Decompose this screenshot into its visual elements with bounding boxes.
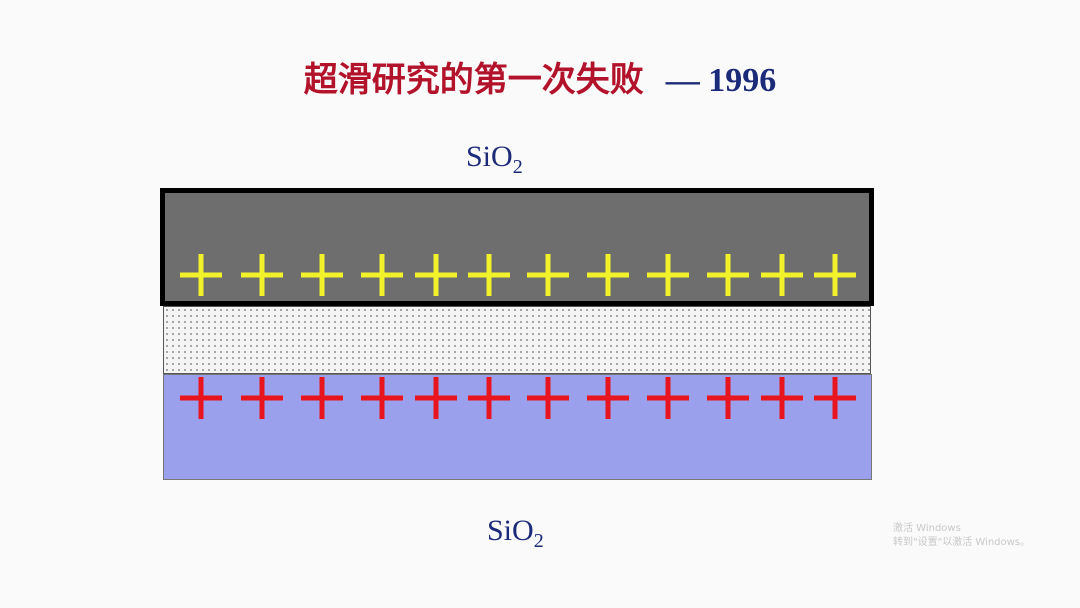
bottom-label-text: SiO <box>487 514 534 547</box>
bottom-label-subscript: 2 <box>533 530 544 552</box>
title-chinese: 超滑研究的第一次失败 <box>303 60 644 100</box>
top-sio2-plate <box>160 188 874 306</box>
watermark-line-2: 转到"设置"以激活 Windows。 <box>893 537 1031 548</box>
interface-layer <box>163 306 871 374</box>
top-material-label: SiO2 <box>466 140 523 179</box>
windows-activation-watermark: 激活 Windows 转到"设置"以激活 Windows。 <box>893 522 1030 550</box>
top-label-text: SiO <box>466 140 513 173</box>
bottom-sio2-plate <box>163 374 872 480</box>
title-year: — 1996 <box>665 62 777 99</box>
top-label-subscript: 2 <box>512 156 523 178</box>
bottom-material-label: SiO2 <box>487 514 544 553</box>
watermark-line-1: 激活 Windows <box>893 523 961 534</box>
slide-title: 超滑研究的第一次失败 — 1996 <box>0 52 1080 101</box>
